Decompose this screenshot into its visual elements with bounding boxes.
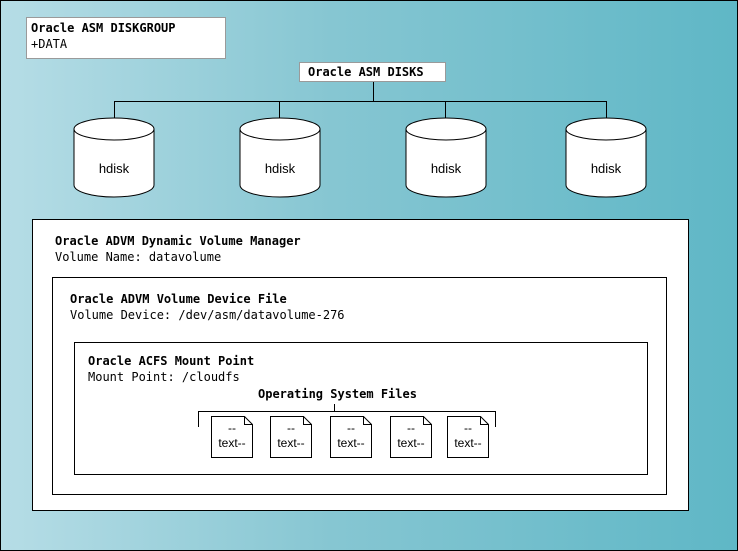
bracket-right <box>495 411 496 427</box>
os-file-line1: -- <box>347 421 355 435</box>
acfs-title: Oracle ACFS Mount Point <box>88 354 255 368</box>
os-file-5: -- text-- <box>447 416 489 458</box>
os-file-text: -- text-- <box>211 421 253 451</box>
connector-bar <box>114 101 607 102</box>
document-icon <box>447 416 489 458</box>
volume-device-box: Oracle ADVM Volume Device File Volume De… <box>52 277 667 495</box>
asm-disks-title: Oracle ASM DISKS <box>308 65 424 79</box>
document-icon <box>390 416 432 458</box>
os-file-text: -- text-- <box>447 421 489 451</box>
disk-2: hdisk <box>239 117 321 199</box>
diskgroup-label: Oracle ASM DISKGROUP +DATA <box>26 17 226 59</box>
connector-trunk <box>373 82 374 102</box>
document-icon <box>270 416 312 458</box>
asm-disks-label: Oracle ASM DISKS <box>299 62 446 82</box>
diskgroup-name: +DATA <box>31 37 68 51</box>
disk-4: hdisk <box>565 117 647 199</box>
bracket-stem <box>334 404 335 412</box>
disk-1: hdisk <box>73 117 155 199</box>
document-icon <box>330 416 372 458</box>
os-file-1: -- text-- <box>211 416 253 458</box>
disk-label: hdisk <box>590 161 622 176</box>
connector-drop-1 <box>114 101 115 119</box>
os-file-4: -- text-- <box>390 416 432 458</box>
os-file-line1: -- <box>464 421 472 435</box>
disk-label: hdisk <box>264 161 296 176</box>
os-file-line2: text-- <box>397 436 425 450</box>
disk-3: hdisk <box>405 117 487 199</box>
connector-drop-2 <box>279 101 280 119</box>
cylinder-icon <box>405 117 487 198</box>
os-file-3: -- text-- <box>330 416 372 458</box>
os-file-line2: text-- <box>337 436 365 450</box>
advm-title: Oracle ADVM Dynamic Volume Manager <box>55 234 301 248</box>
cylinder-icon <box>239 117 321 198</box>
acfs-mount-point: Mount Point: /cloudfs <box>88 370 240 384</box>
bracket-bar <box>198 411 496 412</box>
os-files-title: Operating System Files <box>258 387 417 401</box>
os-file-text: -- text-- <box>330 421 372 451</box>
os-file-line2: text-- <box>277 436 305 450</box>
disk-label: hdisk <box>98 161 130 176</box>
cylinder-icon <box>73 117 155 198</box>
acfs-mount-box: Oracle ACFS Mount Point Mount Point: /cl… <box>74 342 648 475</box>
os-file-text: -- text-- <box>390 421 432 451</box>
document-icon <box>211 416 253 458</box>
os-file-text: -- text-- <box>270 421 312 451</box>
device-title: Oracle ADVM Volume Device File <box>70 292 287 306</box>
device-path: Volume Device: /dev/asm/datavolume-276 <box>70 308 345 322</box>
os-file-line1: -- <box>228 421 236 435</box>
os-file-2: -- text-- <box>270 416 312 458</box>
os-file-line2: text-- <box>218 436 246 450</box>
advm-manager-box: Oracle ADVM Dynamic Volume Manager Volum… <box>32 219 689 511</box>
os-file-line1: -- <box>287 421 295 435</box>
connector-drop-4 <box>606 101 607 119</box>
disk-label: hdisk <box>430 161 462 176</box>
diskgroup-title: Oracle ASM DISKGROUP <box>31 21 176 35</box>
bracket-left <box>198 411 199 427</box>
cylinder-icon <box>565 117 647 198</box>
os-file-line2: text-- <box>454 436 482 450</box>
advm-volume-name: Volume Name: datavolume <box>55 250 222 264</box>
connector-drop-3 <box>445 101 446 119</box>
os-file-line1: -- <box>407 421 415 435</box>
